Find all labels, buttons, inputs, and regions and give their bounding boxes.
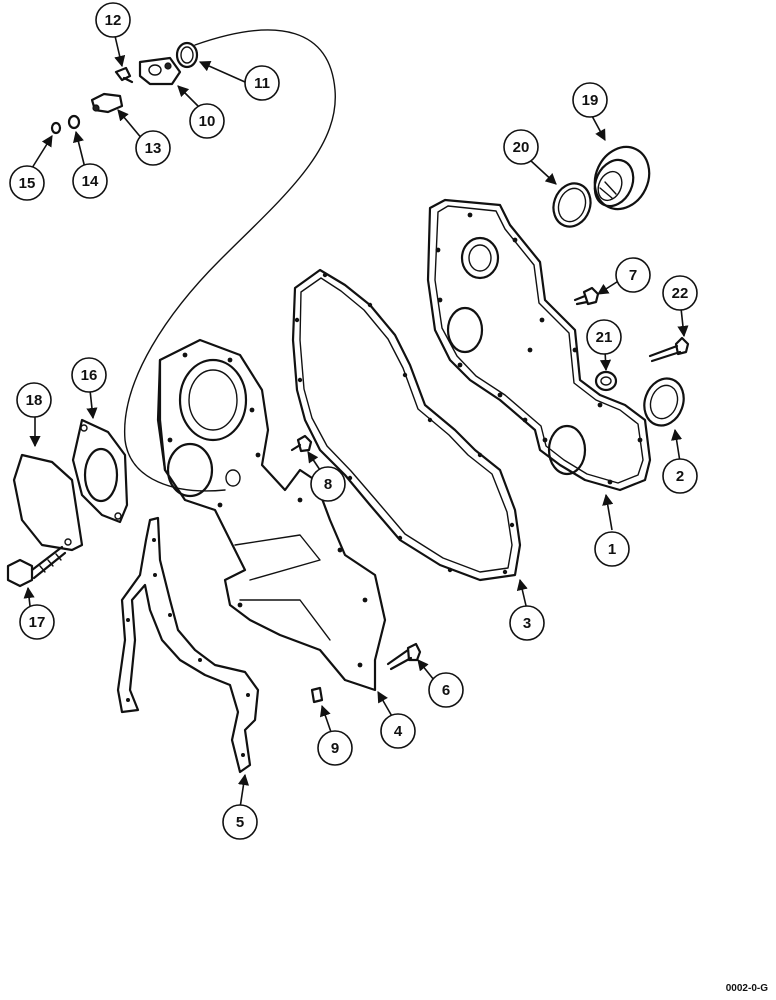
svg-text:8: 8 bbox=[324, 476, 332, 493]
svg-text:5: 5 bbox=[236, 814, 244, 831]
capscrew-part bbox=[6, 545, 67, 588]
svg-text:13: 13 bbox=[145, 140, 162, 157]
plate-gasket-part bbox=[71, 418, 129, 524]
small-screw-part bbox=[114, 66, 134, 84]
svg-text:20: 20 bbox=[513, 139, 530, 156]
callout-16: 16 bbox=[71, 357, 107, 393]
svg-text:21: 21 bbox=[596, 329, 613, 346]
callout-1: 1 bbox=[594, 531, 630, 567]
svg-text:18: 18 bbox=[26, 392, 43, 409]
svg-text:3: 3 bbox=[523, 615, 531, 632]
callout-10: 10 bbox=[189, 103, 225, 139]
elbow-fitting-part bbox=[138, 56, 182, 86]
callout-18: 18 bbox=[16, 382, 52, 418]
front-cover-part bbox=[426, 198, 652, 492]
svg-text:4: 4 bbox=[394, 723, 403, 740]
long-capscrew-part bbox=[648, 336, 690, 363]
svg-text:22: 22 bbox=[672, 285, 689, 302]
svg-text:12: 12 bbox=[105, 12, 122, 29]
svg-text:10: 10 bbox=[199, 113, 216, 130]
housing-gasket-part bbox=[116, 516, 260, 774]
o-ring-part bbox=[175, 41, 199, 69]
callout-11: 11 bbox=[244, 65, 280, 101]
callout-20: 20 bbox=[503, 129, 539, 165]
gear-housing-part bbox=[156, 338, 387, 692]
fitting-part bbox=[90, 92, 124, 114]
short-capscrew-part bbox=[573, 286, 600, 306]
housing-screw-part bbox=[290, 434, 313, 453]
svg-text:2: 2 bbox=[676, 468, 684, 485]
callout-7: 7 bbox=[615, 257, 651, 293]
svg-text:15: 15 bbox=[19, 175, 36, 192]
seal-ring-part bbox=[552, 182, 592, 228]
callout-3: 3 bbox=[509, 605, 545, 641]
svg-text:11: 11 bbox=[254, 75, 270, 92]
callout-19: 19 bbox=[572, 82, 608, 118]
callout-12: 12 bbox=[95, 2, 131, 38]
callout-14: 14 bbox=[72, 163, 108, 199]
svg-text:1: 1 bbox=[608, 541, 616, 558]
svg-text:17: 17 bbox=[29, 614, 46, 631]
callout-13: 13 bbox=[135, 130, 171, 166]
large-seal-part bbox=[593, 145, 651, 211]
svg-text:19: 19 bbox=[582, 92, 599, 109]
callout-8: 8 bbox=[310, 466, 346, 502]
callout-6: 6 bbox=[428, 672, 464, 708]
callout-4: 4 bbox=[380, 713, 416, 749]
callout-5: 5 bbox=[222, 804, 258, 840]
svg-text:6: 6 bbox=[442, 682, 450, 699]
callout-21: 21 bbox=[586, 319, 622, 355]
ring-small-part bbox=[67, 114, 81, 130]
svg-text:14: 14 bbox=[82, 173, 99, 190]
svg-text:16: 16 bbox=[81, 367, 98, 384]
callout-22: 22 bbox=[662, 275, 698, 311]
cover-gasket-part bbox=[291, 268, 522, 582]
callout-9: 9 bbox=[317, 730, 353, 766]
coolant-tube-line bbox=[124, 29, 336, 492]
cover-capscrew-part bbox=[386, 642, 422, 671]
callout-15: 15 bbox=[9, 165, 45, 201]
plug-part bbox=[594, 370, 618, 392]
callout-17: 17 bbox=[19, 604, 55, 640]
dowel-pin-part bbox=[310, 686, 324, 704]
cover-plate-part bbox=[12, 453, 84, 552]
leader-lines bbox=[23, 35, 689, 809]
svg-text:9: 9 bbox=[331, 740, 339, 757]
figure-code-label: 0002-0-G bbox=[725, 983, 768, 994]
svg-text:7: 7 bbox=[629, 267, 637, 284]
ring-tiny-part bbox=[50, 121, 62, 135]
callout-2: 2 bbox=[662, 458, 698, 494]
oil-seal-part bbox=[643, 377, 685, 427]
